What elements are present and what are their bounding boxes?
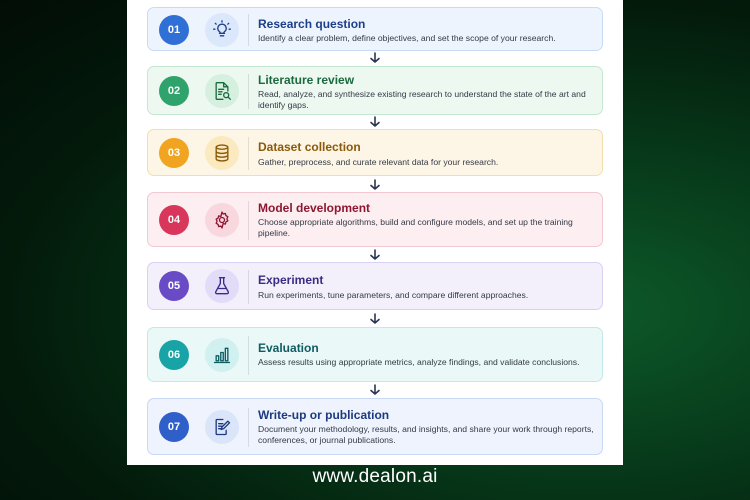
- step-description: Identify a clear problem, define objecti…: [258, 33, 556, 43]
- flask-icon: [205, 269, 239, 303]
- step-number-badge: 01: [159, 15, 189, 45]
- step-number-badge: 05: [159, 271, 189, 301]
- step-number-badge: 04: [159, 205, 189, 235]
- step-number-badge: 02: [159, 76, 189, 106]
- step-number-badge: 06: [159, 340, 189, 370]
- card-divider: [248, 14, 249, 46]
- document-search-icon: [205, 74, 239, 108]
- step-card-model-development: 04 Model development Choose appropriate …: [147, 192, 603, 247]
- step-title: Literature review: [258, 73, 355, 87]
- arrow-down-icon: [370, 52, 380, 63]
- card-divider: [248, 270, 249, 304]
- step-description: Choose appropriate algorithms, build and…: [258, 217, 573, 238]
- card-divider: [248, 201, 249, 240]
- arrow-down-icon: [370, 384, 380, 395]
- step-title: Model development: [258, 201, 371, 215]
- step-card-literature-review: 02 Literature review Read, analyze, and …: [147, 66, 603, 115]
- card-divider: [248, 74, 249, 109]
- workflow-panel: 01 Research question Identify a clear pr…: [127, 0, 623, 465]
- step-description: Gather, preprocess, and curate relevant …: [258, 157, 499, 167]
- arrow-down-icon: [370, 313, 380, 324]
- card-divider: [248, 408, 249, 447]
- step-card-research-question: 01 Research question Identify a clear pr…: [147, 7, 603, 51]
- step-number-badge: 07: [159, 412, 189, 442]
- step-title: Experiment: [258, 273, 324, 287]
- step-description: Document your methodology, results, and …: [258, 424, 594, 445]
- step-title: Research question: [258, 17, 366, 31]
- document-edit-icon: [205, 410, 239, 444]
- step-title: Evaluation: [258, 341, 319, 355]
- bar-chart-icon: [205, 338, 239, 372]
- step-description: Read, analyze, and synthesize existing r…: [258, 89, 586, 110]
- arrow-down-icon: [370, 249, 380, 260]
- step-card-write-up-or-publication: 07 Write-up or publication Document your…: [147, 398, 603, 455]
- step-number-badge: 03: [159, 138, 189, 168]
- database-icon: [205, 136, 239, 170]
- gear-icon: [205, 203, 239, 237]
- lightbulb-icon: [205, 13, 239, 47]
- step-description: Run experiments, tune parameters, and co…: [258, 290, 529, 300]
- step-title: Dataset collection: [258, 140, 361, 154]
- step-description: Assess results using appropriate metrics…: [258, 357, 580, 367]
- website-footer: www.dealon.ai: [312, 466, 438, 487]
- step-card-dataset-collection: 03 Dataset collection Gather, preprocess…: [147, 129, 603, 176]
- step-title: Write-up or publication: [258, 408, 390, 422]
- step-card-experiment: 05 Experiment Run experiments, tune para…: [147, 262, 603, 310]
- card-divider: [248, 336, 249, 375]
- card-divider: [248, 137, 249, 170]
- step-card-evaluation: 06 Evaluation Assess results using appro…: [147, 327, 603, 382]
- arrow-down-icon: [370, 116, 380, 127]
- arrow-down-icon: [370, 179, 380, 190]
